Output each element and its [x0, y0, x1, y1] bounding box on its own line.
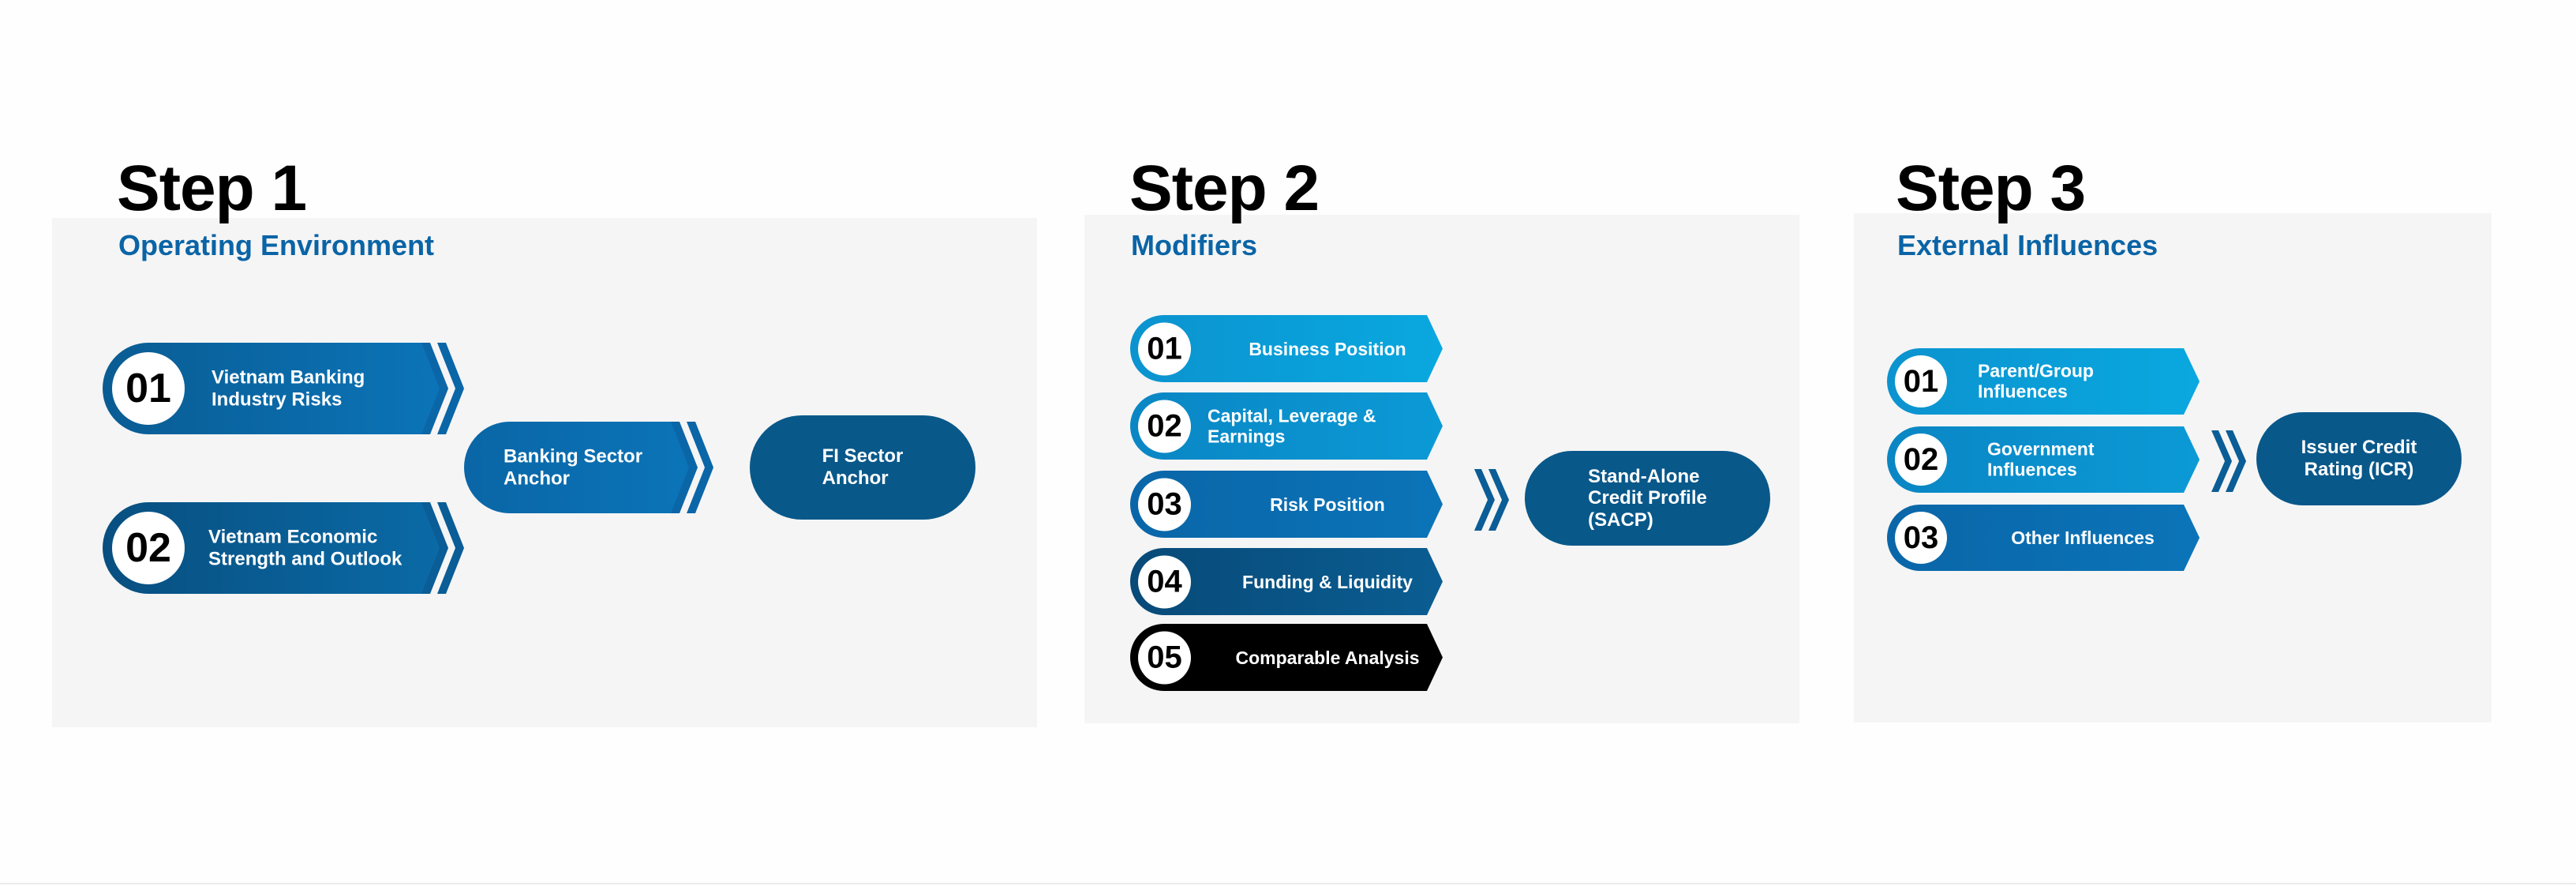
step1-title: Step 1 — [117, 152, 307, 224]
step2-item-funding-liquidity: 04 Funding & Liquidity — [1130, 548, 1443, 615]
step3-title: Step 3 — [1896, 152, 2086, 224]
double-chevron-icon — [671, 422, 713, 513]
step1-item-number: 01 — [112, 352, 185, 425]
step2-item-comparable-analysis: 05 Comparable Analysis — [1130, 624, 1443, 691]
step2-item-label: Capital, Leverage &Earnings — [1208, 405, 1376, 447]
step2-item-label: Funding & Liquidity — [1242, 571, 1413, 592]
step3-item-number: 03 — [1895, 512, 1947, 564]
step2-item-capital-leverage-earnings: 02 Capital, Leverage &Earnings — [1130, 392, 1443, 460]
double-chevron-icon — [421, 502, 464, 594]
step3-item-number: 01 — [1895, 355, 1947, 407]
step1-subtitle: Operating Environment — [118, 229, 435, 261]
step2-item-number: 03 — [1138, 478, 1191, 531]
step2-item-label: Risk Position — [1270, 494, 1385, 515]
step3-item-other-influences: 03 Other Influences — [1887, 505, 2200, 571]
double-chevron-icon — [1474, 469, 1509, 531]
step3-subtitle: External Influences — [1897, 229, 2159, 261]
step2-item-risk-position: 03 Risk Position — [1130, 471, 1443, 538]
step2-item-number: 01 — [1138, 322, 1191, 375]
step2-title: Step 2 — [1129, 152, 1320, 224]
step2-item-label: Business Position — [1249, 338, 1406, 359]
step3-item-number: 02 — [1895, 434, 1947, 486]
step2-item-business-position: 01 Business Position — [1130, 315, 1443, 382]
double-chevron-icon — [421, 343, 464, 434]
step3-item-label: Other Influences — [2011, 527, 2155, 548]
step2-item-number: 04 — [1138, 555, 1191, 608]
step2-subtitle: Modifiers — [1131, 229, 1258, 261]
step1-item-number: 02 — [112, 512, 185, 584]
step2-item-number: 05 — [1138, 631, 1191, 684]
step2-item-number: 02 — [1138, 400, 1191, 452]
bottom-divider — [0, 883, 2576, 884]
double-chevron-icon — [2211, 430, 2246, 492]
step2-item-label: Comparable Analysis — [1235, 647, 1420, 668]
